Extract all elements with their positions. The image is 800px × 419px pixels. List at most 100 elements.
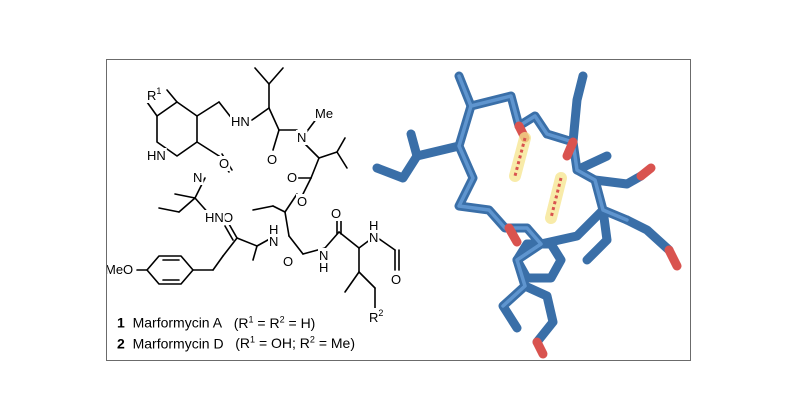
atom-label-background [282,254,295,269]
bond [344,271,360,293]
bond [272,205,286,213]
bond [228,223,238,239]
compound-number: 1 [117,314,125,331]
atom-o-7: O [331,206,341,221]
stick-model-3d [372,71,682,359]
stick-sidechain [372,141,464,183]
stick-sidechain [406,129,422,161]
compound-detail: (R1 = R2 = H) [233,314,316,331]
atom-label-background [286,170,299,185]
bond [196,101,220,117]
compound-legend: 1 Marformycin A (R1 = R2 = H) 2 Marformy… [117,314,437,351]
bond [302,177,312,195]
atom-o-3: O [287,170,297,185]
stick-sidechain [520,281,558,347]
atom-meo: MeO [107,262,133,277]
bond [224,225,234,241]
bond [222,237,238,257]
atom-label-background [318,260,330,275]
bond [251,107,270,121]
bond [272,129,280,151]
atom-label-background [146,86,163,103]
atom-label-background [218,156,231,171]
stick-sidechain [590,171,646,189]
bond [174,193,196,199]
bond [212,255,224,271]
atom-n-4: N [319,248,328,263]
bond [310,157,320,179]
compound-name: Marformycin D [132,335,224,352]
bond [284,211,290,237]
bond [252,245,258,261]
hbond-dash [513,137,527,177]
stick-sidechain [568,71,588,147]
bond [284,193,298,213]
atom-o-1: O [219,156,229,171]
stick-sidechain [622,215,674,255]
bond [318,151,338,159]
figure-canvas: R1 HN N Me HN N O O O O O HN N H O N H O… [107,67,682,359]
atom-label-background [107,262,135,277]
hbond-dash [549,177,563,219]
compound-detail: (R1 = OH; R2 = Me) [235,334,356,352]
atom-label-background [314,106,335,121]
atom-label-background [318,248,330,263]
legend-entry-2: 2 Marformycin D (R1 = OH; R2 = Me) [117,335,437,352]
stick-sidechain [572,151,612,175]
atom-n-methyl: N [297,130,306,145]
atom-labels: R1 HN N Me HN N O O O O O HN N H O N H O… [107,86,403,325]
atom-r1: R1 [147,86,161,103]
atom-o-8: O [391,272,401,287]
atom-label-background [230,114,251,129]
bond [268,67,284,85]
bond [358,271,376,289]
chemical-structure [136,67,400,309]
compound-name: Marformycin A [132,314,223,331]
atom-h-4: H [319,260,328,275]
stick-oxygen [532,337,548,359]
stick-oxygen [504,223,522,247]
bond [288,235,304,255]
bond [254,67,270,85]
atom-o-5: O [223,210,233,225]
atom-label-background [330,206,343,221]
legend-entry-1: 1 Marformycin A (R1 = R2 = H) [117,314,437,331]
stick-oxygen [636,163,656,181]
stick-ring [512,239,566,283]
atom-label-background [296,194,309,209]
bond [252,205,274,211]
bond [338,231,360,249]
compound-number: 2 [117,335,125,352]
atom-n-ring: N [193,170,202,185]
atom-o-2: O [267,152,277,167]
bond [236,237,258,247]
bond [196,141,220,157]
atom-o-ester: O [297,194,307,209]
stick-sidechain [536,205,608,249]
atom-o-6: O [283,254,293,269]
atom-n-5: N [369,230,378,245]
atom-n-3: N [269,234,278,249]
atom-label-background [296,130,308,145]
stick-sidechain [582,205,612,265]
atom-methyl: Me [315,106,333,121]
atom-h-3: H [269,222,278,237]
bond [158,207,180,213]
atom-label-background [368,218,380,233]
atom-label-background [222,210,235,225]
bond [268,107,280,131]
atom-hn-2: HN [205,210,224,225]
atom-r2: R2 [369,308,383,325]
bond [166,89,178,103]
bond [336,137,346,153]
bond [336,151,348,169]
atom-hn-leu: HN [231,114,250,129]
atom-label-background [192,170,204,185]
stick-oxygen [664,245,682,271]
atom-hn-ring: HN [147,148,166,163]
atom-label-background [146,148,167,163]
atom-label-background [368,308,385,325]
atom-label-background [368,230,380,245]
atom-label-background [390,272,403,287]
bond [178,197,196,213]
